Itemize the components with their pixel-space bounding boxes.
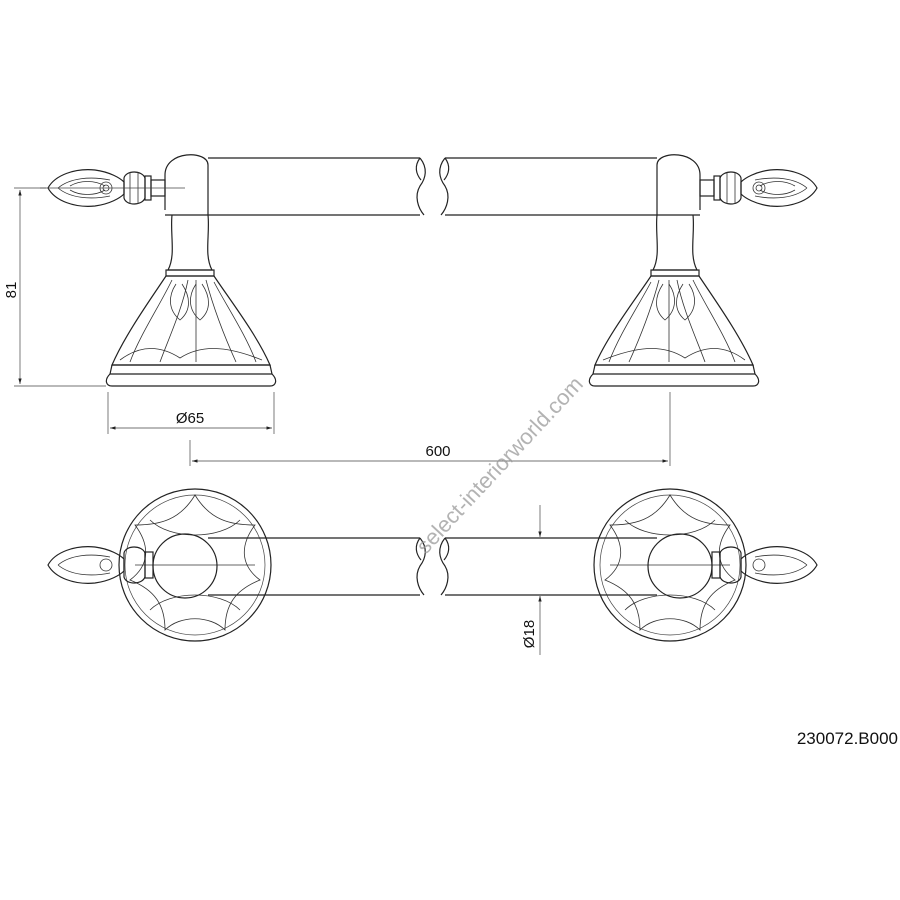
bar-diameter-label: Ø18	[521, 620, 538, 648]
dimension-height	[14, 187, 106, 387]
top-view-left-bracket	[47, 488, 426, 642]
watermark: select-interiorworld.com	[411, 371, 588, 558]
dimension-base-diameter	[107, 392, 275, 434]
base-diameter-label: Ø65	[176, 410, 204, 427]
front-view-left-bracket	[47, 154, 426, 387]
height-label: 81	[3, 282, 20, 299]
front-view-right-bracket	[439, 154, 818, 387]
top-view-right-bracket	[439, 488, 818, 642]
length-label: 600	[425, 443, 450, 460]
product-code: 230072.B000	[797, 729, 898, 748]
dimension-length	[189, 392, 671, 466]
